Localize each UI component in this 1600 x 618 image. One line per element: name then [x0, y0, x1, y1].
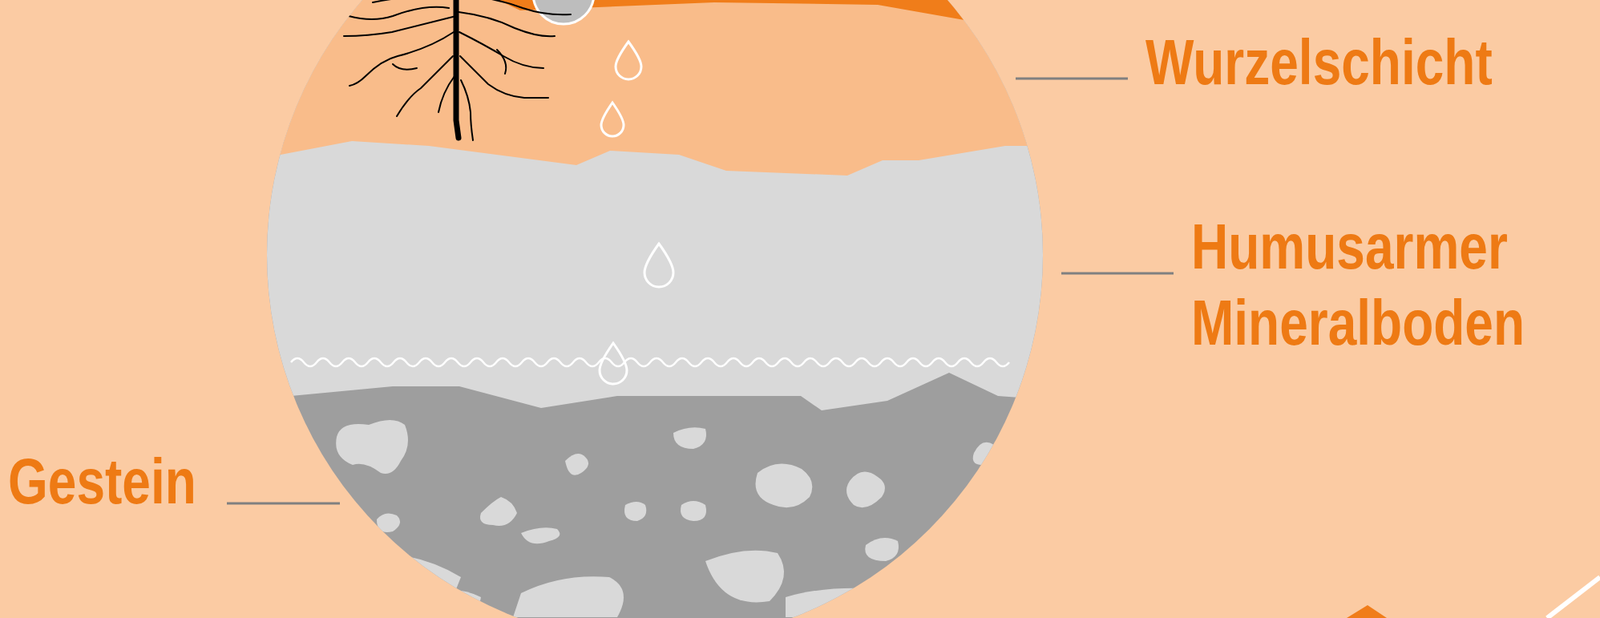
- rock-layer: [240, 0, 1123, 618]
- stones: [335, 420, 995, 618]
- leader-lines: [226, 78, 1174, 504]
- plant-roots: [343, 0, 571, 141]
- root-layer: [240, 0, 1123, 176]
- mineral-layer: [240, 0, 1123, 411]
- layer-label: Wurzelschicht: [1145, 24, 1600, 101]
- layer-label: Humusarmer Mineralboden: [1191, 208, 1600, 361]
- corner-line: [1547, 577, 1600, 618]
- layer-label: Gestein: [8, 443, 393, 520]
- water-drops: [599, 41, 674, 384]
- corner-mark: [1346, 605, 1387, 618]
- soil-cross-section: [240, 0, 1123, 618]
- stone-surface: [533, 0, 594, 25]
- water-table-line: [290, 358, 1010, 367]
